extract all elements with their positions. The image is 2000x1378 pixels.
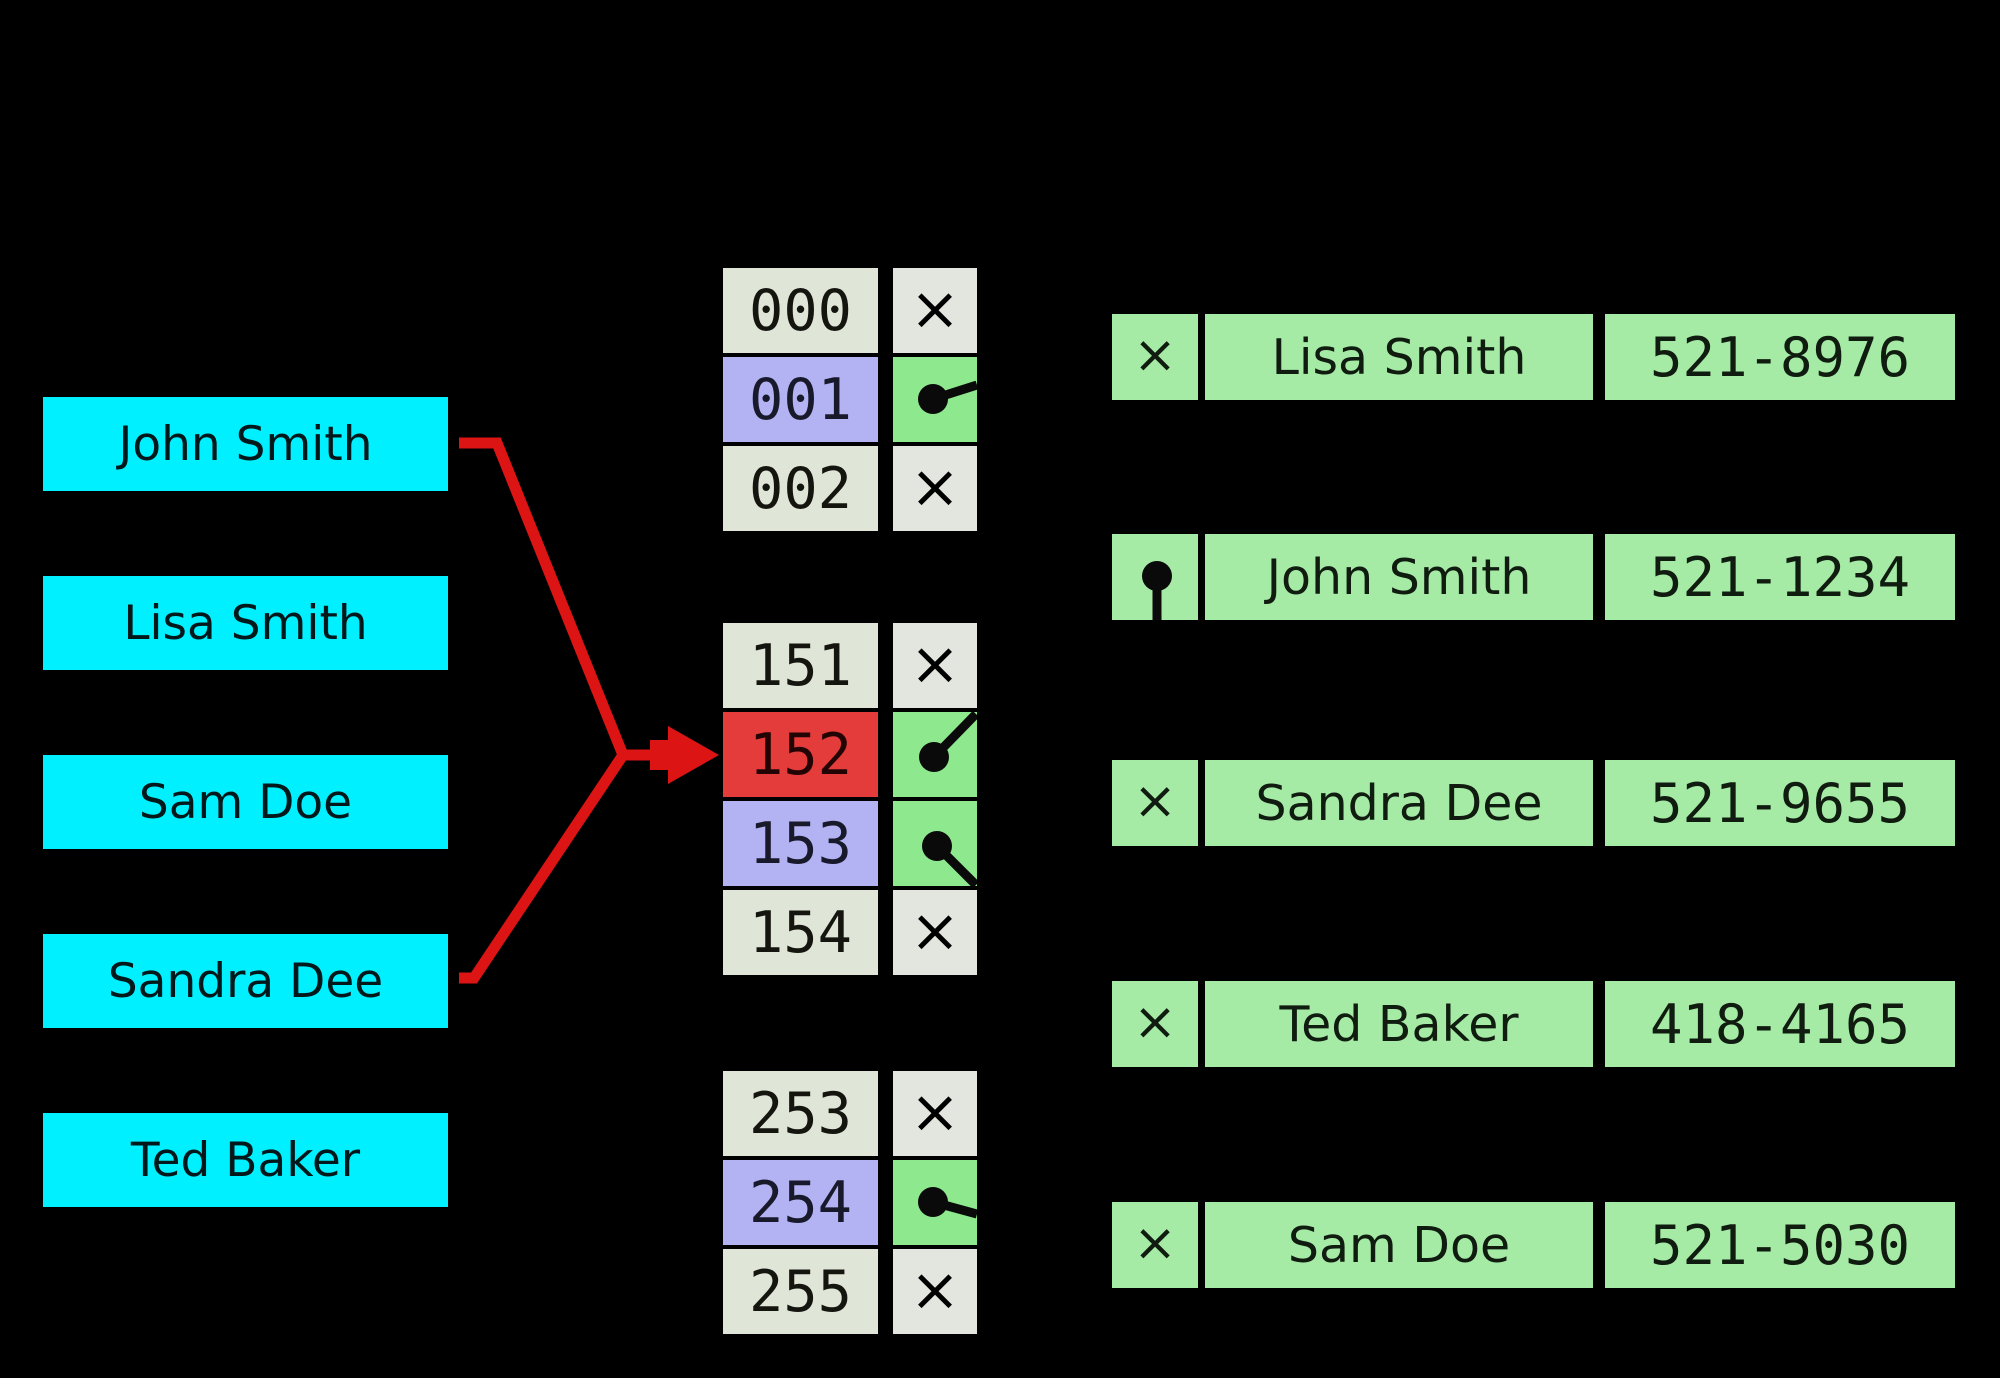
- record-name-label: Ted Baker: [1279, 995, 1519, 1053]
- null-pointer-icon: ×: [1133, 771, 1177, 831]
- bucket-index-154: 154: [723, 890, 878, 975]
- bucket-pointer-151-null: ×: [893, 623, 977, 708]
- record-phone-label: 521-1234: [1649, 545, 1911, 609]
- record-next-null-ted: ×: [1112, 981, 1198, 1067]
- record-name: Sam Doe: [1205, 1202, 1593, 1288]
- null-pointer-icon: ×: [1133, 1213, 1177, 1273]
- record-phone-label: 521-9655: [1649, 771, 1911, 835]
- record-name: Sandra Dee: [1205, 760, 1593, 846]
- record-phone: 521-9655: [1605, 760, 1955, 846]
- bucket-index-153: 153: [723, 801, 878, 886]
- key-box-sandra-dee: Sandra Dee: [43, 934, 448, 1028]
- bucket-index-label: 254: [749, 1169, 852, 1236]
- record-name: Lisa Smith: [1205, 314, 1593, 400]
- key-label: Sam Doe: [138, 774, 353, 830]
- record-phone: 521-8976: [1605, 314, 1955, 400]
- bucket-index-151: 151: [723, 623, 878, 708]
- record-next-null-lisa: ×: [1112, 314, 1198, 400]
- bucket-index-002: 002: [723, 446, 878, 531]
- null-pointer-icon: ×: [909, 451, 961, 522]
- record-phone-label: 521-8976: [1649, 325, 1911, 389]
- pointer-dot-icon: [1142, 561, 1172, 620]
- bucket-index-001: 001: [723, 357, 878, 442]
- pointer-dot-icon: [922, 831, 977, 886]
- record-phone: 418-4165: [1605, 981, 1955, 1067]
- record-next-link-john: [1112, 534, 1198, 620]
- null-pointer-icon: ×: [909, 895, 961, 966]
- bucket-index-152-collision: 152: [723, 712, 878, 797]
- bucket-index-label: 002: [749, 455, 852, 522]
- arrow-from-sandra-dee: [459, 751, 628, 984]
- key-box-sam-doe: Sam Doe: [43, 755, 448, 849]
- key-box-ted-baker: Ted Baker: [43, 1113, 448, 1207]
- record-next-null-sam: ×: [1112, 1202, 1198, 1288]
- bucket-index-label: 001: [749, 366, 852, 433]
- bucket-pointer-253-null: ×: [893, 1071, 977, 1156]
- pointer-dot-icon: [918, 1187, 977, 1219]
- bucket-index-label: 000: [749, 277, 852, 344]
- arrow-from-john-smith: [459, 437, 629, 758]
- bucket-pointer-002-null: ×: [893, 446, 977, 531]
- bucket-pointer-254-link: [893, 1160, 977, 1245]
- bucket-index-label: 153: [749, 810, 852, 877]
- bucket-index-label: 154: [749, 899, 852, 966]
- null-pointer-icon: ×: [1133, 992, 1177, 1052]
- record-next-null-sandra: ×: [1112, 760, 1198, 846]
- bucket-pointer-153-link: [893, 801, 977, 886]
- pointer-dot-icon: [918, 380, 977, 414]
- null-pointer-icon: ×: [909, 628, 961, 699]
- arrowhead: [668, 726, 719, 784]
- key-label: Ted Baker: [130, 1132, 361, 1188]
- bucket-pointer-152-link: [893, 712, 977, 797]
- null-pointer-icon: ×: [1133, 325, 1177, 385]
- record-name-label: Sandra Dee: [1255, 774, 1543, 832]
- bucket-index-label: 253: [749, 1080, 852, 1147]
- null-pointer-icon: ×: [909, 273, 961, 344]
- key-label: Sandra Dee: [107, 953, 384, 1009]
- key-box-john-smith: John Smith: [43, 397, 448, 491]
- record-phone: 521-5030: [1605, 1202, 1955, 1288]
- bucket-pointer-001-link: [893, 357, 977, 442]
- key-label: Lisa Smith: [123, 595, 368, 651]
- bucket-index-label: 152: [749, 721, 852, 788]
- bucket-index-label: 151: [749, 632, 852, 699]
- record-name-label: Lisa Smith: [1271, 328, 1527, 386]
- bucket-pointer-000-null: ×: [893, 268, 977, 353]
- pointer-dot-icon: [919, 712, 977, 772]
- record-phone: 521-1234: [1605, 534, 1955, 620]
- record-name-label: Sam Doe: [1287, 1216, 1511, 1274]
- bucket-pointer-255-null: ×: [893, 1249, 977, 1334]
- bucket-index-253: 253: [723, 1071, 878, 1156]
- bucket-pointer-154-null: ×: [893, 890, 977, 975]
- bucket-index-000: 000: [723, 268, 878, 353]
- record-name-label: John Smith: [1266, 548, 1532, 606]
- arrowhead-shoulder: [650, 740, 672, 770]
- null-pointer-icon: ×: [909, 1254, 961, 1325]
- bucket-index-label: 255: [749, 1258, 852, 1325]
- record-name: John Smith: [1205, 534, 1593, 620]
- bucket-index-255: 255: [723, 1249, 878, 1334]
- key-box-lisa-smith: Lisa Smith: [43, 576, 448, 670]
- record-phone-label: 418-4165: [1649, 992, 1911, 1056]
- null-pointer-icon: ×: [909, 1076, 961, 1147]
- record-name: Ted Baker: [1205, 981, 1593, 1067]
- key-label: John Smith: [118, 416, 373, 472]
- bucket-index-254: 254: [723, 1160, 878, 1245]
- record-phone-label: 521-5030: [1649, 1213, 1911, 1277]
